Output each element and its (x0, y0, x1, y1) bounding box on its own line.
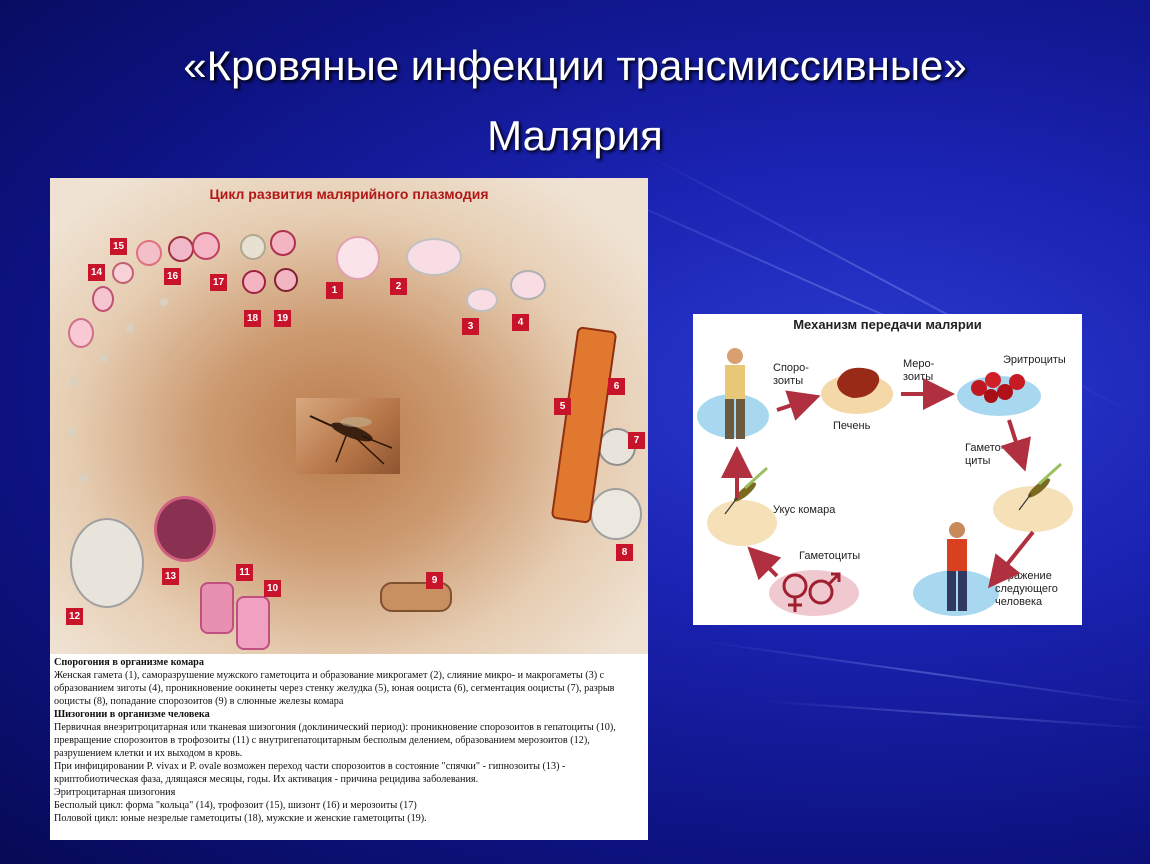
mosquito-icon (1018, 462, 1063, 511)
legend-text: Первичная внеэритроцитарная или тканевая… (54, 722, 616, 759)
mosquito-photo (296, 398, 400, 474)
stage-number-19: 19 (274, 310, 291, 327)
label-sporozoites: Споро- зоиты (773, 362, 809, 387)
label-mosquito-bite: Укус комара (773, 504, 836, 516)
erythrocytes-icon (971, 372, 1025, 403)
legend-text: Эритроцитарная шизогония (54, 787, 176, 798)
stage-number-12: 12 (66, 608, 83, 625)
stage-number-15: 15 (110, 238, 127, 255)
transmission-diagram: Механизм передачи малярии Споро- зоиты П… (693, 314, 1082, 625)
legend-heading-schizogony: Шизогонии в организме человека (54, 709, 210, 720)
stage-number-18: 18 (244, 310, 261, 327)
diagram-title: Механизм передачи малярии (793, 317, 982, 332)
gametocytes-pad (769, 570, 859, 616)
next-human-figure-icon (947, 522, 967, 611)
legend-heading-sporogony: Спорогония в организме комара (54, 657, 204, 668)
stage-number-5: 5 (554, 398, 571, 415)
slide-title: «Кровяные инфекции трансмиссивные» (183, 42, 967, 89)
parasite-cell (68, 318, 94, 348)
figure-title: Цикл развития малярийного плазмодия (209, 186, 489, 202)
label-liver: Печень (833, 420, 871, 432)
gender-symbols-icon (782, 572, 841, 612)
stage-number-14: 14 (88, 264, 105, 281)
stage-number-4: 4 (512, 314, 529, 331)
parasite-cell (112, 262, 134, 284)
background-streak (699, 640, 1150, 707)
legend-text: При инфицировании P. vivax и P. ovale во… (54, 761, 566, 785)
life-cycle-illustration: Цикл развития малярийного плазмодия (50, 178, 648, 654)
parasite-cell (336, 236, 380, 280)
cycle-arrows (721, 378, 1035, 589)
parasite-cell (92, 286, 114, 312)
stage-number-10: 10 (264, 580, 281, 597)
hepatocyte-cell (70, 518, 144, 608)
stage-number-7: 7 (628, 432, 645, 449)
background-streak (759, 700, 1150, 730)
parasite-cell (270, 230, 296, 256)
sporozoite-dot (68, 428, 76, 436)
parasite-cell (406, 238, 462, 276)
sporozoite-dot (160, 298, 168, 306)
mosquito-icon (724, 466, 769, 515)
hypnozoite-cell (154, 496, 216, 562)
stage-number-1: 1 (326, 282, 343, 299)
mosquito-pad-left (707, 500, 777, 546)
stage-number-17: 17 (210, 274, 227, 291)
arrow-to-next-human (988, 530, 1035, 589)
sporozoite-dot (80, 474, 88, 482)
parasite-cell (510, 270, 546, 300)
liver-icon (837, 367, 880, 398)
slide-subtitle: Малярия (487, 112, 663, 159)
stage-number-8: 8 (616, 544, 633, 561)
stage-number-9: 9 (426, 572, 443, 589)
parasite-cell (192, 232, 220, 260)
stage-number-6: 6 (608, 378, 625, 395)
legend-text: Бесполый цикл: форма "кольца" (14), троф… (54, 800, 417, 811)
arrow-to-mosquito (1000, 419, 1031, 472)
parasite-cell (242, 270, 266, 294)
sporozoite-dot (100, 354, 108, 362)
sporozoite-dot (126, 324, 134, 332)
label-gametocytes-bottom: Гаметоциты (799, 550, 861, 562)
figure-legend: Спорогония в организме комара Женская га… (54, 656, 646, 825)
parasite-cell (240, 234, 266, 260)
stage-number-2: 2 (390, 278, 407, 295)
parasite-cell (274, 268, 298, 292)
mosquito-icon (309, 415, 393, 465)
sporozoite-dot (70, 378, 78, 386)
label-erythrocytes: Эритроциты (1003, 354, 1066, 366)
label-gametocytes-right: Гамето- циты (965, 442, 1005, 467)
stage-number-16: 16 (164, 268, 181, 285)
oocyst-rupture (590, 488, 642, 540)
life-cycle-figure: Цикл развития малярийного плазмодия (50, 178, 648, 840)
hepatocyte-cell (236, 596, 270, 650)
arrow-to-liver (776, 390, 821, 421)
stage-number-13: 13 (162, 568, 179, 585)
legend-text: Половой цикл: юные незрелые гаметоциты (… (54, 813, 427, 824)
parasite-cell (168, 236, 194, 262)
human-figure-icon (725, 348, 745, 439)
stage-number-3: 3 (462, 318, 479, 335)
arrow-to-bite (747, 546, 782, 581)
legend-text: Женская гамета (1), саморазрушение мужск… (54, 670, 615, 707)
stage-number-11: 11 (236, 564, 253, 581)
parasite-cell (466, 288, 498, 312)
hepatocyte-cell (200, 582, 234, 634)
parasite-cell (136, 240, 162, 266)
